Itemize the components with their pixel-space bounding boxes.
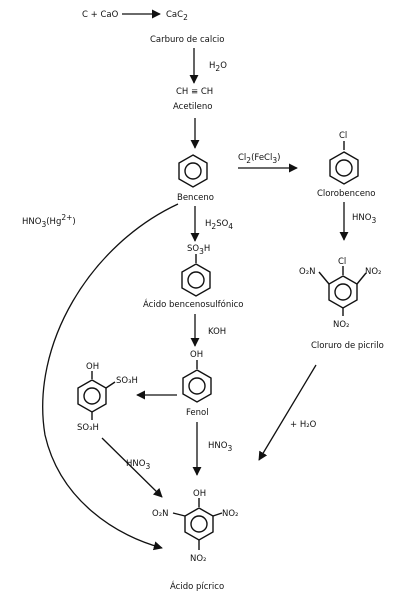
picryl-no2-left: O₂N <box>299 267 315 277</box>
phenol-oh: OH <box>190 350 203 360</box>
picric-no2-right-bond <box>212 512 223 517</box>
pdsa-oh: OH <box>86 362 99 372</box>
sulfuric-acid-reagent: H2SO4 <box>205 219 233 231</box>
picric-no2-bottom: NO₂ <box>190 554 206 564</box>
arrow-hydrolysis-picryl <box>258 364 317 461</box>
picryl-no2-right-bond <box>356 272 367 285</box>
pdsa-structure <box>77 379 107 413</box>
bsa-structure <box>181 263 211 297</box>
picryl-no2-right: NO₂ <box>365 267 381 277</box>
phenol-structure <box>182 369 212 403</box>
picric-no2-left: O₂N <box>152 509 168 519</box>
arrow-nitration-pdsa <box>101 437 163 498</box>
chlorobenzene-name: Clorobenceno <box>317 189 376 199</box>
picryl-no2-bottom: NO₂ <box>333 320 349 330</box>
picric-acid-name: Ácido pícrico <box>170 580 224 592</box>
hno3-reagent-b: HNO3 <box>208 441 232 453</box>
bsa-so3h: SO3H <box>187 244 210 256</box>
chlorobenzene-structure <box>329 151 359 185</box>
chlorination-reagent: Cl2(FeCl3) <box>238 153 280 165</box>
benzene-name: Benceno <box>177 193 214 203</box>
picryl-cl: Cl <box>338 257 346 267</box>
picryl-no2-left-bond <box>318 271 330 285</box>
acetylene-name: Acetileno <box>173 102 212 112</box>
picric-no2-left-bond <box>172 512 186 517</box>
mercury-nitration-reagent: HNO3(Hg2+) <box>22 213 76 229</box>
picryl-chloride-structure <box>328 275 358 309</box>
reactant-c-cao: C + CaO <box>82 10 119 20</box>
pdsa-so3h-bottom: SO₃H <box>77 423 99 433</box>
koh-reagent: KOH <box>208 327 226 337</box>
picric-acid-structure <box>184 507 214 541</box>
chlorobenzene-cl: Cl <box>339 131 347 141</box>
benzene-structure <box>178 154 208 188</box>
pdsa-so3h-right: SO₃H <box>116 376 138 386</box>
picric-no2-right: NO₂ <box>222 509 238 519</box>
calcium-carbide-name: Carburo de calcio <box>150 35 224 45</box>
arrow-direct-nitration <box>42 203 179 551</box>
bsa-name: Ácido bencenosulfónico <box>143 298 244 310</box>
pdsa-so3h-right-bond <box>105 381 116 389</box>
phenol-name: Fenol <box>186 408 209 418</box>
water-byproduct: + H₂O <box>290 420 317 430</box>
water-reagent: H2O <box>209 61 227 73</box>
acetylene-formula: CH ≡ CH <box>176 87 213 97</box>
hno3-reagent-a: HNO3 <box>352 213 376 225</box>
hno3-reagent-c: HNO3 <box>126 459 150 471</box>
calcium-carbide-formula: CaC2 <box>166 10 188 22</box>
picryl-chloride-name: Cloruro de picrilo <box>311 341 384 351</box>
picric-oh: OH <box>193 489 206 499</box>
